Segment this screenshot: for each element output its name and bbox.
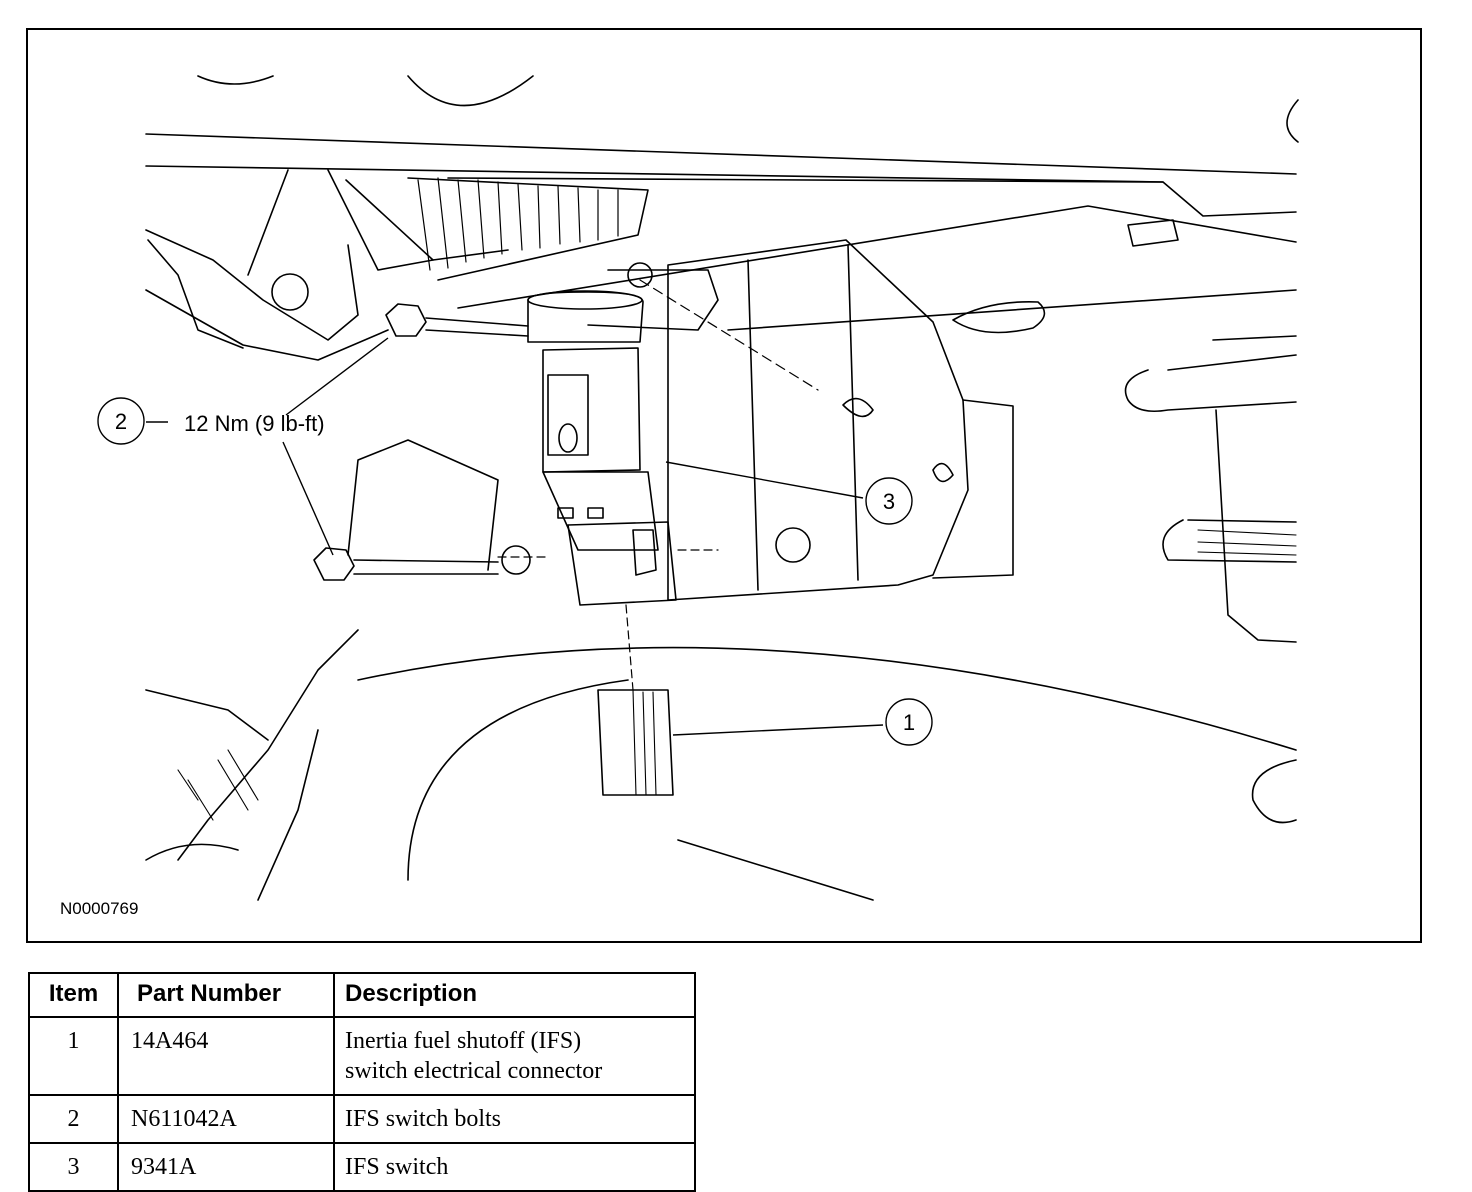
left-hatch [177,749,259,821]
large-arc-2 [407,679,629,881]
right-clip-upper-2 [1167,335,1297,371]
harness-outline [407,177,649,281]
callout-circle-2 [97,397,145,445]
header-part-number: Part Number [117,972,335,1018]
diag-member [345,179,509,261]
callout-3-leader [665,461,864,499]
callout-2-leader-lower [282,441,334,556]
lower-bolt-head [313,547,355,581]
upper-rail-2 [145,165,1297,217]
table-row: 3 9341A IFS switch [28,1142,696,1192]
figure-frame: 2 3 1 12 Nm (9 lb-ft) N0000769 [26,28,1422,943]
crossmember-bottom [727,289,1297,331]
connector-latch [632,529,657,576]
left-bracket-2 [145,289,389,361]
right-clip-lower-lines [1197,529,1297,556]
callout-number-3: 3 [883,489,895,514]
upper-bolt-head [385,303,427,337]
callout-circle-3 [865,477,913,525]
cell-description: IFS switch bolts [333,1094,696,1144]
table-header-row: Item Part Number Description [28,972,696,1018]
lower-washer [501,545,531,575]
table-row: 1 14A464 Inertia fuel shutoff (IFS) swit… [28,1016,696,1096]
mechanical-illustration [145,75,1299,901]
left-lower-arm-3 [257,729,319,901]
switch-label [547,374,589,456]
mating-connector-ribs [632,689,657,796]
right-vertical [1215,409,1297,643]
mating-connector [597,689,674,796]
callout-2-leader-upper [285,337,389,416]
torque-label: 12 Nm (9 lb-ft) [184,411,325,436]
right-oval [952,301,1046,334]
bracket-hole [775,527,811,563]
upper-bolt-shank [425,317,529,337]
left-bolt-boss [271,273,309,311]
centerline-lower [497,549,719,558]
switch-ear [587,269,719,331]
cell-item: 2 [28,1094,119,1144]
callout-1-leader [672,724,884,736]
header-item: Item [28,972,119,1018]
centerline-upper [639,279,819,391]
callout-layer [97,337,933,746]
callout-text-layer: 2 3 1 12 Nm (9 lb-ft) N0000769 [60,409,915,918]
bracket-hole-3 [932,462,954,483]
crossmember-top [447,177,1164,183]
lower-diag [677,839,874,901]
cell-item: 3 [28,1142,119,1192]
cell-part-number: 14A464 [117,1016,335,1096]
cell-item: 1 [28,1016,119,1096]
header-description: Description [333,972,696,1018]
right-block [1127,219,1179,247]
right-clip-upper [1124,369,1297,413]
left-lower-arm [347,439,499,571]
table-row: 2 N611042A IFS switch bolts [28,1094,696,1144]
cell-description: IFS switch [333,1142,696,1192]
cell-description: Inertia fuel shutoff (IFS) switch electr… [333,1016,696,1096]
cell-part-number: N611042A [117,1094,335,1144]
lower-bolt-shank [353,559,499,575]
parts-table: Item Part Number Description 1 14A464 In… [28,972,696,1192]
left-vertical [145,689,269,741]
cell-part-number: 9341A [117,1142,335,1192]
large-arc [357,646,1297,751]
right-clip-lower [1162,519,1297,563]
switch-body [542,347,641,473]
left-bracket [145,229,359,341]
plate-right [932,399,1014,579]
bracket-hole-2 [842,397,874,418]
upper-rail [145,133,1297,175]
left-lower-arm-2 [177,629,359,861]
top-arc-left [197,75,274,85]
callout-number-1: 1 [903,710,915,735]
right-circle [1251,759,1297,824]
right-edge-arc [1286,99,1299,143]
switch-lower [542,471,659,551]
description-line: switch electrical connector [345,1058,603,1084]
callout-number-2: 2 [115,409,127,434]
description-line: Inertia fuel shutoff (IFS) [345,1028,582,1054]
switch-ear-hole [627,262,653,288]
harness [417,177,619,271]
figure-id: N0000769 [60,899,138,918]
top-arc-right [407,75,534,107]
callout-circle-1 [885,698,933,746]
connector-tabs [557,507,604,519]
switch-logo [558,423,578,453]
left-strut-2 [327,169,434,271]
left-bottom [145,843,239,861]
left-bracket-3 [147,239,244,349]
bracket-plate [667,239,969,601]
switch-cap-top [527,290,643,310]
left-strut [247,169,289,276]
